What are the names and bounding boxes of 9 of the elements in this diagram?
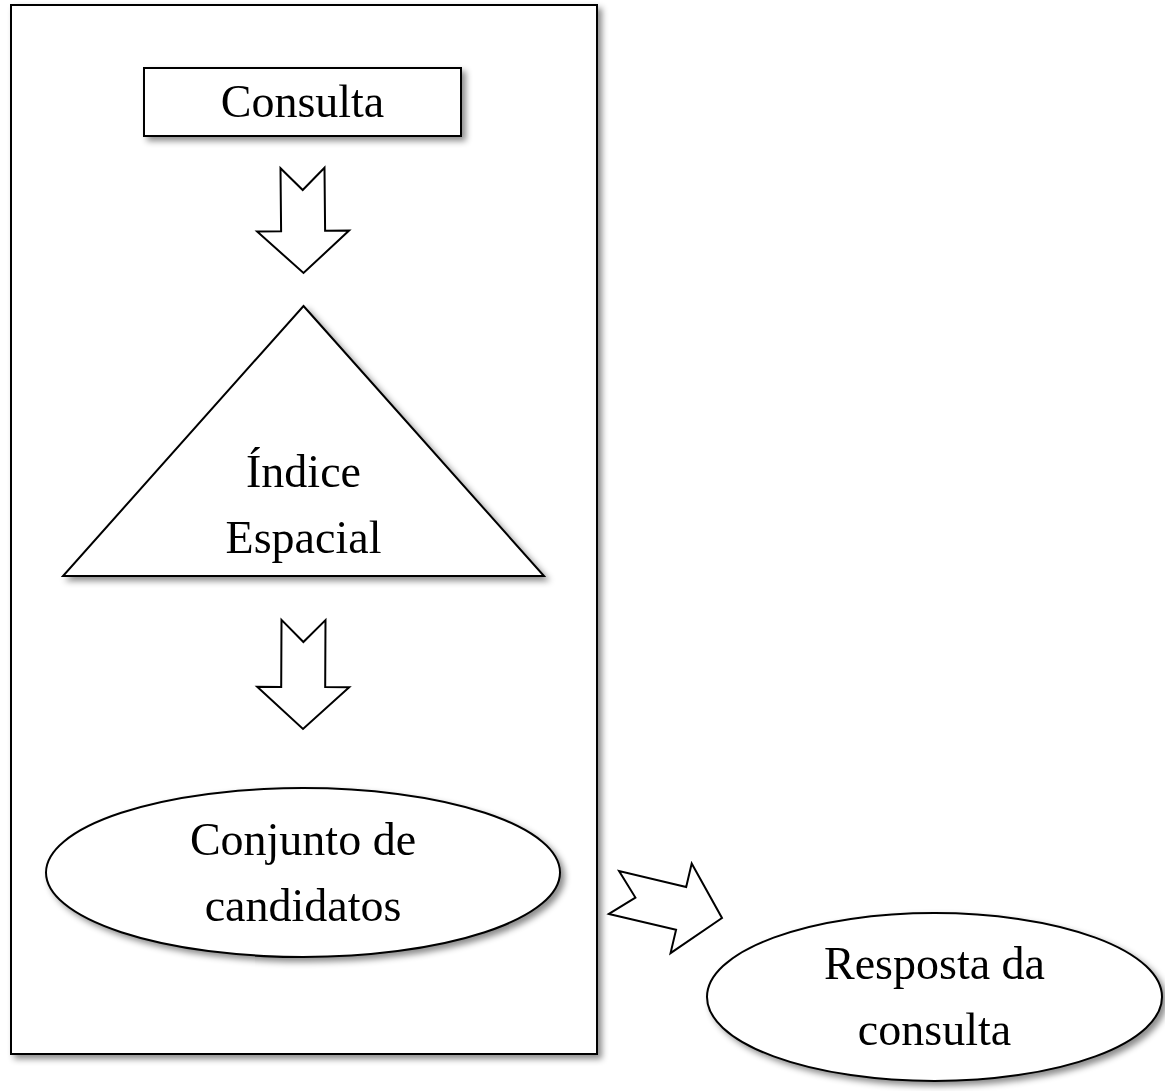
- node-label: Conjunto de candidatos: [188, 812, 418, 933]
- process-box: [143, 67, 462, 137]
- block-arrow: [254, 165, 352, 275]
- block-arrow: [254, 617, 352, 731]
- block-arrow: [606, 860, 724, 956]
- node-label: Índice Espacial: [224, 445, 383, 565]
- node-label: Consulta: [220, 75, 385, 129]
- node-label: Resposta da consulta: [823, 937, 1046, 1057]
- container-frame: [10, 4, 598, 1055]
